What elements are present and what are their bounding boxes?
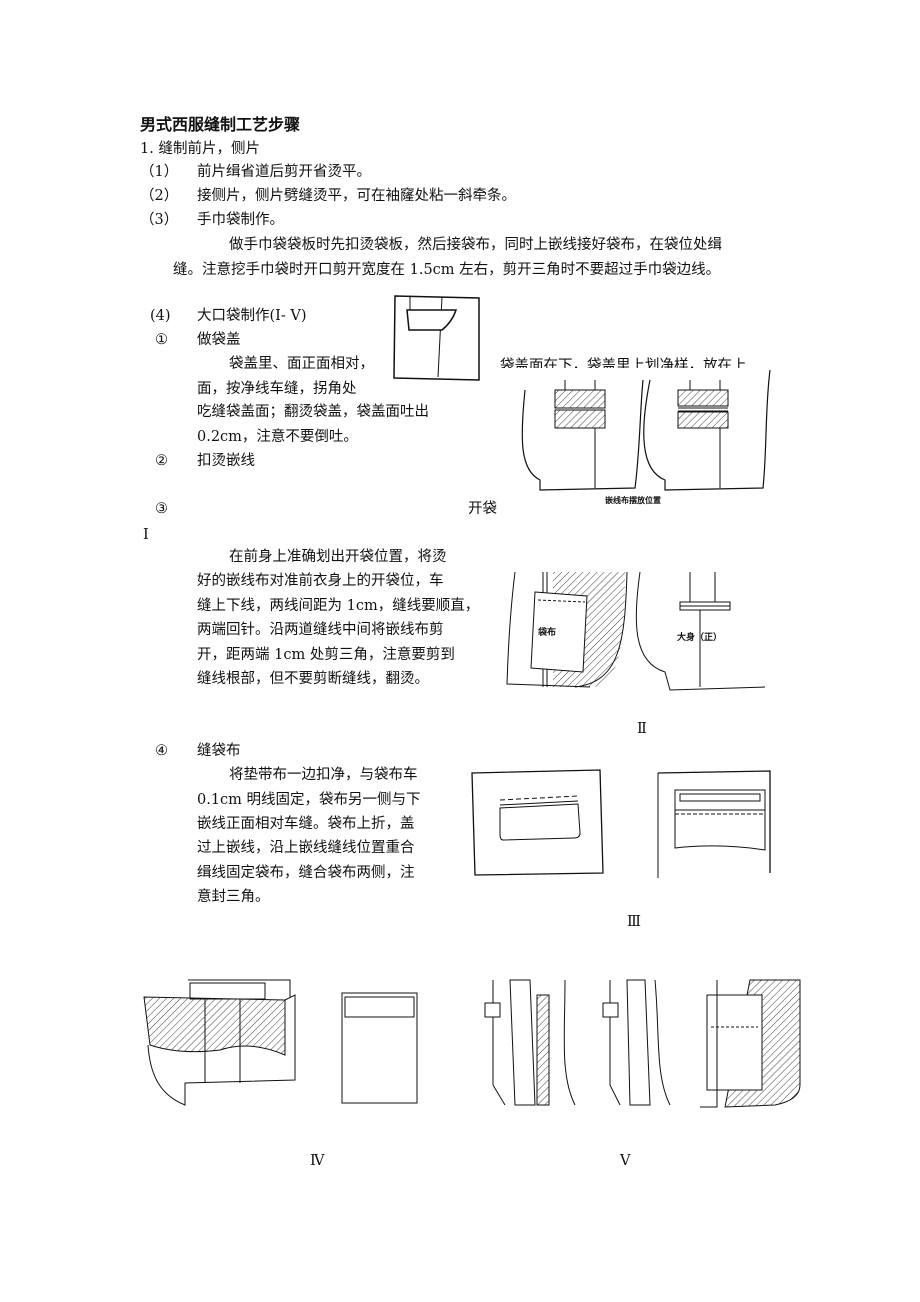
paragraph-line: 面，按净线车缝，拐角处	[197, 381, 357, 397]
figure-roman-label: Ⅱ	[637, 721, 647, 737]
figure-roman-label: Ⅲ	[627, 914, 641, 930]
paragraph-line: 好的嵌线布对准前衣身上的开袋位，车	[197, 573, 444, 589]
paragraph-line: 吃缝袋盖面；翻烫袋盖，袋盖面吐出	[197, 404, 429, 420]
step-label: 做袋盖	[197, 332, 241, 348]
paragraph-line: 缝。注意挖手巾袋时开口剪开宽度在 1.5cm 左右，剪开三角时不要超过手巾袋边线…	[173, 262, 721, 278]
paragraph-line: 在前身上准确划出开袋位置，将烫	[229, 549, 447, 565]
item-number: (4)	[150, 308, 171, 324]
paragraph-line: 缝线根部，但不要剪断缝线，翻烫。	[197, 671, 429, 687]
pocket-finish-figure	[484, 979, 801, 1108]
paragraph-line: 袋盖里、面正面相对，	[229, 356, 374, 372]
pocket-opening-figure	[506, 572, 766, 691]
pocket-bag-figure	[471, 769, 771, 878]
pocket-flap-figure	[393, 295, 480, 381]
item-number: （3）	[140, 212, 179, 228]
step-number: ②	[155, 453, 168, 469]
figure-roman-label: Ⅴ	[620, 1153, 631, 1169]
item-text: 接侧片，侧片劈缝烫平，可在袖窿处粘一斜牵条。	[197, 188, 516, 204]
step-label: 扣烫嵌线	[197, 453, 255, 469]
paragraph-line: 缝上下线，两线间距为 1cm，缝线要顺直，	[197, 598, 480, 614]
paragraph-line: 嵌线正面相对车缝。袋布上折，盖	[197, 816, 415, 832]
item-number: （2）	[140, 188, 179, 204]
paragraph-line: 意封三角。	[197, 889, 270, 905]
paragraph-line: 过上嵌线，沿上嵌线缝线位置重合	[197, 840, 415, 856]
paragraph-line: 将垫带布一边扣净，与袋布车	[229, 767, 418, 783]
figure-caption: 嵌线布摆放位置	[605, 495, 661, 505]
step-label: 开袋	[468, 501, 497, 517]
figure-roman-label: Ⅳ	[310, 1153, 325, 1169]
section-heading: 1. 缝制前片，侧片	[140, 141, 260, 157]
paragraph-line: 缉线固定袋布，缝合袋布两侧，注	[197, 865, 415, 881]
paragraph-line: 0.1cm 明线固定，袋布另一侧与下	[197, 792, 421, 808]
item-text: 大口袋制作(Ⅰ- Ⅴ)	[197, 308, 307, 324]
page-title: 男式西服缝制工艺步骤	[140, 115, 301, 134]
figure-label-daibu: 袋布	[538, 628, 557, 638]
welt-placement-figure	[521, 370, 771, 491]
figure-roman-label: Ⅰ	[143, 527, 149, 543]
item-text: 手巾袋制作。	[197, 212, 284, 228]
paragraph-line: 做手巾袋袋板时先扣烫袋板，然后接袋布，同时上嵌线接好袋布，在袋位处缉	[229, 237, 722, 253]
item-text: 前片缉省道后剪开省烫平。	[197, 164, 371, 180]
step-label: 缝袋布	[197, 743, 241, 759]
step-number: ①	[155, 332, 168, 348]
paragraph-line-obscured: 袋盖面在下，袋盖里上划净样，放在上	[500, 358, 747, 368]
paragraph-line: 0.2cm，注意不要倒吐。	[197, 429, 358, 445]
item-number: （1）	[140, 164, 179, 180]
paragraph-line: 两端回针。沿两道缝线中间将嵌线布剪	[197, 622, 444, 638]
step-number: ③	[155, 501, 168, 517]
step-number: ④	[155, 743, 168, 759]
figure-label-dashen: 大身（正）	[677, 633, 723, 643]
pocket-bag-sewn-figure	[143, 979, 418, 1106]
paragraph-line: 开，距两端 1cm 处剪三角，注意要剪到	[197, 647, 455, 663]
